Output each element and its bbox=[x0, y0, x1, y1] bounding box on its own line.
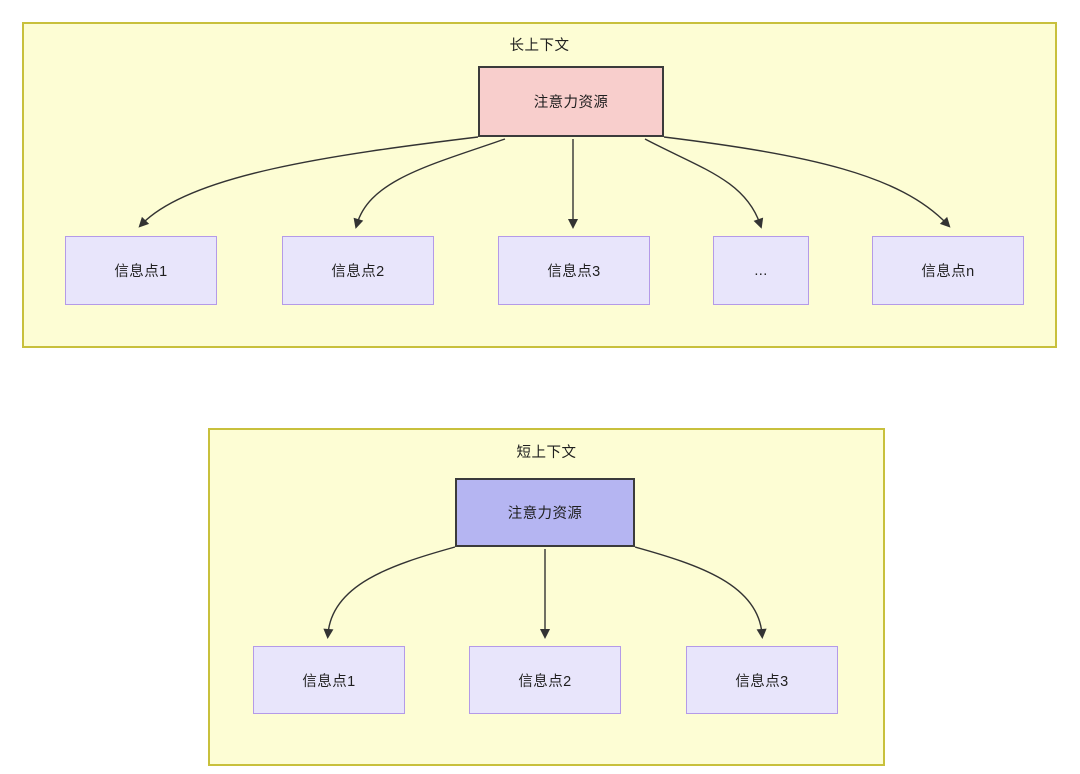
node-short-info-point-1[interactable]: 信息点1 bbox=[253, 646, 405, 714]
node-label: 信息点n bbox=[921, 264, 975, 280]
node-long-attention-resource[interactable]: 注意力资源 bbox=[478, 66, 664, 137]
node-long-info-point-n[interactable]: 信息点n bbox=[872, 236, 1024, 305]
node-long-info-point-3[interactable]: 信息点3 bbox=[498, 236, 650, 305]
node-label: ... bbox=[754, 262, 768, 279]
group-short-context-title: 短上下文 bbox=[516, 445, 577, 461]
node-long-info-point-2[interactable]: 信息点2 bbox=[282, 236, 434, 305]
group-long-context-title: 长上下文 bbox=[509, 38, 570, 54]
node-short-attention-resource[interactable]: 注意力资源 bbox=[455, 478, 635, 547]
node-long-info-point-1[interactable]: 信息点1 bbox=[65, 236, 217, 305]
node-label: 注意力资源 bbox=[533, 95, 609, 111]
node-label: 信息点1 bbox=[114, 264, 168, 280]
node-label: 信息点1 bbox=[302, 673, 356, 690]
node-long-info-point-ellipsis[interactable]: ... bbox=[713, 236, 809, 305]
node-label: 信息点3 bbox=[735, 673, 789, 690]
node-label: 信息点2 bbox=[518, 673, 572, 690]
node-short-info-point-3[interactable]: 信息点3 bbox=[686, 646, 838, 714]
node-short-info-point-2[interactable]: 信息点2 bbox=[469, 646, 621, 714]
node-label: 信息点3 bbox=[547, 264, 601, 280]
node-label: 注意力资源 bbox=[507, 506, 583, 522]
node-label: 信息点2 bbox=[331, 264, 385, 280]
